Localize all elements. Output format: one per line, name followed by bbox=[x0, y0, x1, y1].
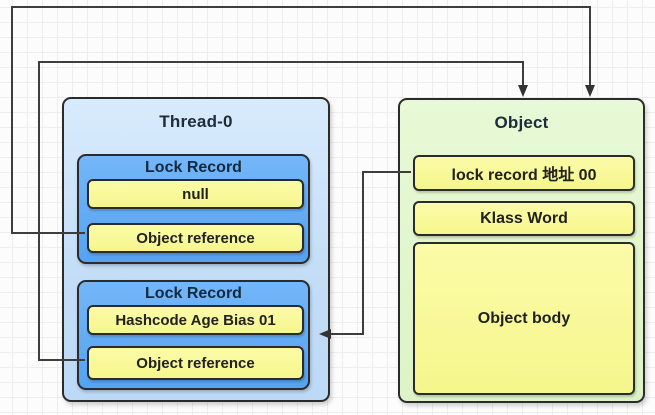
object-klass-word-label: Klass Word bbox=[480, 209, 568, 227]
lock-record-1-mark-label: null bbox=[182, 185, 209, 203]
lock-record-1-title: Lock Record bbox=[145, 159, 242, 176]
thread-0-box[interactable]: Thread-0 Lock Record null Object referen… bbox=[62, 97, 330, 402]
object-klass-word-field[interactable]: Klass Word bbox=[413, 201, 635, 236]
object-body-label: Object body bbox=[477, 309, 571, 327]
arrowhead-down-icon bbox=[518, 85, 528, 97]
thread-0-title: Thread-0 bbox=[159, 112, 233, 131]
object-title: Object bbox=[494, 113, 549, 132]
lock-record-1-object-reference-label: Object reference bbox=[136, 229, 255, 247]
lock-record-1-object-reference-field[interactable]: Object reference bbox=[87, 223, 304, 253]
lock-record-1-box[interactable]: Lock Record null Object reference bbox=[77, 154, 310, 264]
lock-record-2-box[interactable]: Lock Record Hashcode Age Bias 01 Object … bbox=[77, 280, 310, 390]
lock-record-2-object-reference-label: Object reference bbox=[136, 354, 255, 372]
lock-record-2-markword-field[interactable]: Hashcode Age Bias 01 bbox=[87, 305, 304, 335]
object-mark-word-label: lock record 地址 00 bbox=[451, 167, 597, 184]
lock-record-2-markword-label: Hashcode Age Bias 01 bbox=[115, 311, 276, 329]
object-mark-word-field[interactable]: lock record 地址 00 bbox=[413, 155, 635, 191]
lock-record-2-title: Lock Record bbox=[145, 285, 242, 302]
lock-record-1-mark-field[interactable]: null bbox=[87, 179, 304, 209]
object-body-field[interactable]: Object body bbox=[413, 242, 635, 395]
arrowhead-down-icon bbox=[585, 85, 595, 97]
object-box[interactable]: Object lock record 地址 00 Klass Word Obje… bbox=[398, 98, 645, 403]
lock-record-2-object-reference-field[interactable]: Object reference bbox=[87, 346, 304, 380]
